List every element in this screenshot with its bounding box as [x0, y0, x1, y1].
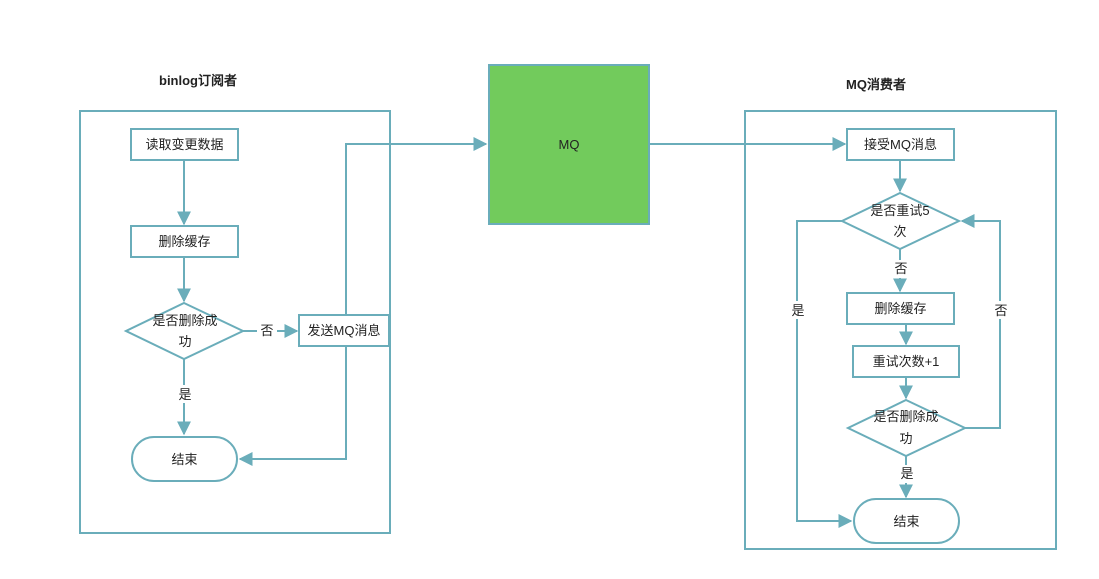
- mq-consumer-panel: MQ消费者 接受MQ消息 是否重试5 次 删除缓存 重试次数+1 是否删除成 功…: [744, 77, 1057, 550]
- left-delete-cache-label: 删除缓存: [158, 234, 210, 249]
- receive-mq-label: 接受MQ消息: [864, 137, 937, 152]
- right-end-label: 结束: [893, 514, 919, 529]
- right-edge-label-yes-left: 是: [791, 303, 804, 318]
- left-delete-success-decision[interactable]: 是否删除成 功: [123, 301, 246, 361]
- edge-label-bg-right-no-right: [991, 301, 1011, 319]
- left-decision-label-line1: 是否删除成: [152, 313, 217, 328]
- right-edge-label-no-right: 否: [994, 303, 1007, 318]
- mq-label: MQ: [559, 137, 580, 152]
- retry-check-label-line1: 是否重试5: [870, 203, 929, 218]
- edge-label-bg-right-yes-bottom: [897, 465, 917, 483]
- right-decision-label-line1: 是否删除成: [873, 409, 938, 424]
- edge-decision-no-to-retry-check: [960, 214, 1001, 429]
- mq-consumer-frame: [744, 110, 1057, 550]
- right-delete-cache-label: 删除缓存: [874, 301, 926, 316]
- receive-mq-node[interactable]: 接受MQ消息: [846, 128, 955, 161]
- send-mq-label: 发送MQ消息: [308, 323, 381, 338]
- retry-check-label-line2: 次: [893, 224, 906, 239]
- left-end-node[interactable]: 结束: [131, 436, 238, 482]
- left-decision-label-line2: 功: [178, 334, 191, 349]
- edge-label-bg-right-no-top: [891, 260, 911, 278]
- right-end-node[interactable]: 结束: [853, 498, 960, 544]
- mq-node[interactable]: MQ: [488, 64, 650, 225]
- left-delete-cache-node[interactable]: 删除缓存: [130, 225, 239, 258]
- right-edge-label-no-top: 否: [894, 261, 907, 276]
- binlog-subscriber-title: binlog订阅者: [159, 73, 237, 88]
- retry-increment-node[interactable]: 重试次数+1: [852, 345, 960, 378]
- left-edge-label-yes: 是: [178, 387, 191, 402]
- read-changes-node[interactable]: 读取变更数据: [130, 128, 239, 161]
- edge-send-to-mq: [345, 137, 488, 315]
- right-edge-label-yes-bottom: 是: [900, 466, 913, 481]
- edge-retry-check-yes-to-end: [796, 220, 853, 528]
- retry-increment-label: 重试次数+1: [873, 354, 940, 369]
- right-delete-success-decision[interactable]: 是否删除成 功: [845, 398, 968, 458]
- right-delete-cache-node[interactable]: 删除缓存: [846, 292, 955, 325]
- right-decision-label-line2: 功: [899, 431, 912, 446]
- edge-label-bg-left-yes: [175, 385, 195, 403]
- edge-send-to-end: [238, 346, 347, 466]
- left-edge-label-no: 否: [260, 323, 273, 338]
- left-end-label: 结束: [171, 452, 197, 467]
- send-mq-node[interactable]: 发送MQ消息: [298, 314, 390, 347]
- read-changes-label: 读取变更数据: [145, 137, 223, 152]
- edge-label-bg-right-yes-left: [788, 301, 808, 319]
- binlog-subscriber-panel: binlog订阅者 读取变更数据 删除缓存 是否删除成 功 发送MQ消息 结束: [79, 73, 391, 534]
- mq-consumer-title: MQ消费者: [846, 77, 906, 92]
- edge-label-bg-left-no: [257, 321, 277, 339]
- retry-check-decision[interactable]: 是否重试5 次: [839, 191, 962, 251]
